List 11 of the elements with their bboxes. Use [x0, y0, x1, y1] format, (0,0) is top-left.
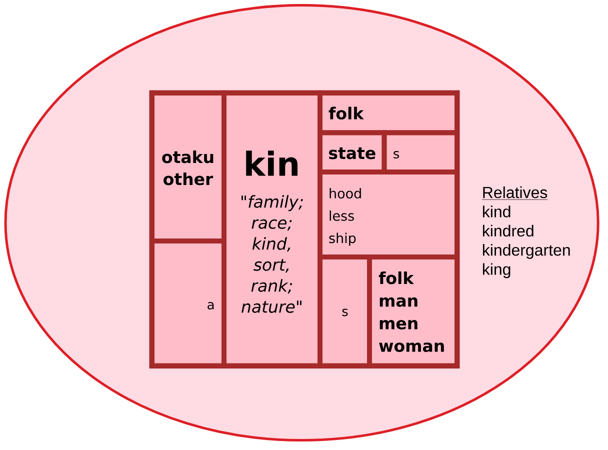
word-cell: s: [318, 254, 372, 368]
list-item: kind: [482, 206, 510, 218]
word-cell: state: [318, 130, 387, 174]
list-item: kindergarten: [482, 244, 570, 259]
word-cell: otaku other: [150, 90, 226, 244]
word-cell: s: [382, 130, 460, 174]
word-cell: a: [150, 238, 226, 368]
list-heading: Relatives: [482, 186, 548, 200]
list-item: king: [482, 263, 510, 278]
list-item: kindred: [482, 224, 534, 237]
word-cell: folk man men woman: [367, 254, 460, 368]
